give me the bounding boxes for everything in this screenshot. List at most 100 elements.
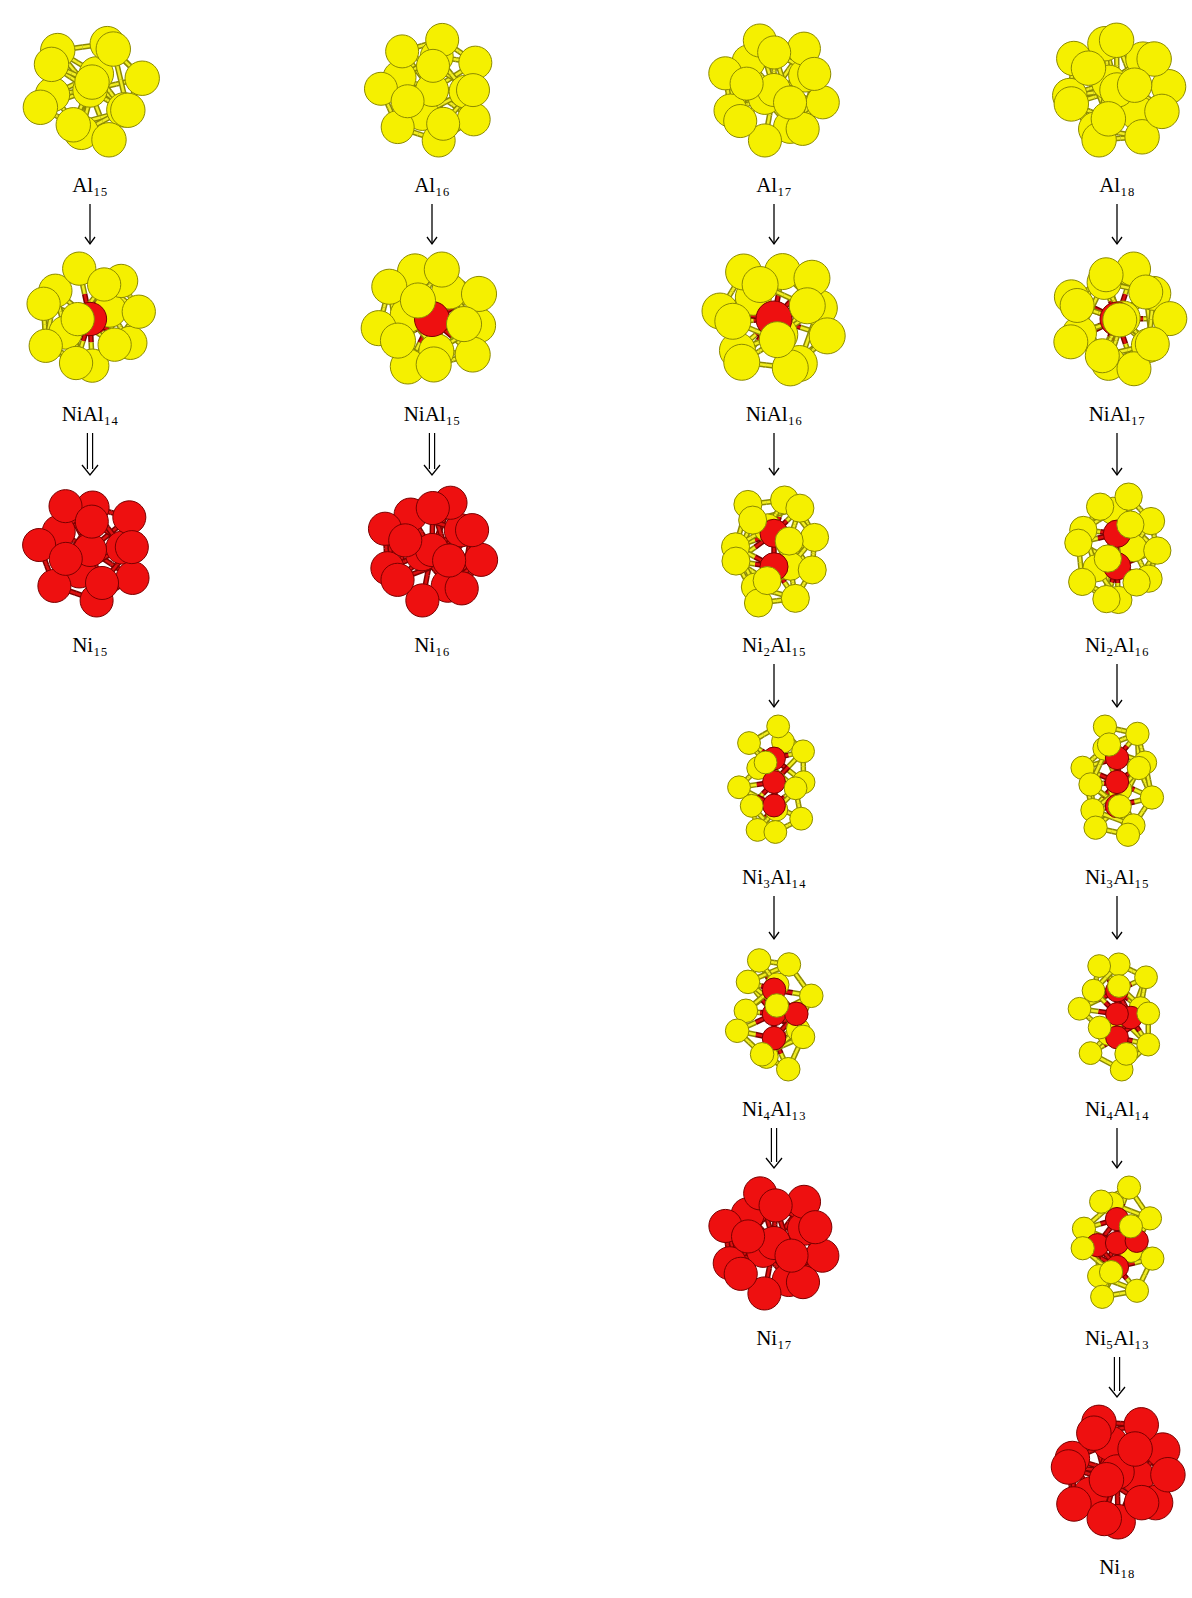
atom [1099, 23, 1133, 57]
cluster-node: NiAl₁₆ [694, 249, 854, 426]
atom-group [709, 24, 840, 157]
atom-group [23, 26, 159, 157]
atom [122, 295, 155, 328]
cluster-label: Al₁₇ [694, 173, 854, 197]
arrow-head [769, 932, 779, 939]
atom [75, 65, 109, 99]
cluster-node: Al₁₈ [1037, 20, 1192, 197]
atom [1145, 94, 1179, 128]
atom-group [361, 252, 496, 384]
arrow-head [1112, 700, 1122, 707]
atom [457, 74, 490, 107]
atom [758, 36, 791, 69]
cluster-label: Al₁₆ [352, 173, 512, 197]
atom [56, 108, 90, 142]
cluster-illustration [15, 20, 165, 160]
arrow-shaft [773, 664, 774, 707]
double-arrow-shaft [1119, 1357, 1120, 1391]
atom-group [1054, 252, 1187, 386]
atom [427, 107, 460, 140]
arrow-shaft [89, 204, 90, 244]
atom [1054, 325, 1088, 359]
arrow-shaft [1116, 433, 1117, 475]
atom-group [702, 254, 845, 386]
atom [424, 252, 459, 287]
arrow-connector [1112, 664, 1122, 707]
cluster-label: NiAl₁₆ [694, 402, 854, 426]
cluster-node: NiAl₁₅ [352, 249, 512, 426]
cluster-label: Al₁₅ [10, 173, 170, 197]
atom [1135, 327, 1169, 361]
atom [417, 49, 450, 82]
atom [23, 90, 57, 124]
atom [1103, 303, 1137, 337]
atom [798, 57, 831, 90]
atom [96, 32, 130, 66]
double-arrow-shaft [771, 1128, 772, 1162]
atom [111, 93, 145, 127]
arrow-shaft [1116, 204, 1117, 244]
arrow-head [82, 465, 98, 475]
cluster-illustration [357, 249, 507, 389]
atom [386, 35, 419, 68]
atom [1089, 258, 1123, 292]
arrow-connector [769, 896, 779, 939]
arrow-head [769, 468, 779, 475]
atom [455, 337, 490, 372]
atom-group [364, 23, 491, 157]
arrow-connector [85, 204, 95, 244]
arrow-connector [427, 204, 437, 244]
double-arrow-shaft [776, 1128, 777, 1162]
arrow-connector [1112, 896, 1122, 939]
arrow-head [427, 237, 437, 244]
atom [125, 61, 159, 95]
arrow-head [1112, 237, 1122, 244]
atom [724, 105, 757, 138]
arrow-connector [769, 664, 779, 707]
arrow-connector [1112, 433, 1122, 475]
atom-group [1053, 23, 1186, 157]
cluster-node: Ni₁₅ [10, 480, 170, 657]
atom [1060, 288, 1094, 322]
arrow-shaft [773, 204, 774, 244]
double-arrow-shaft [1114, 1357, 1115, 1391]
double-arrow-shaft [92, 433, 93, 469]
atom [380, 323, 415, 358]
arrow-connector [1112, 1128, 1122, 1168]
atom [61, 302, 94, 335]
cluster-label: Al₁₈ [1037, 173, 1192, 197]
atom [759, 322, 795, 358]
arrow-head [1112, 1161, 1122, 1168]
atom [29, 329, 62, 362]
arrow-shaft [773, 433, 774, 475]
arrow-head [769, 700, 779, 707]
atom [400, 283, 435, 318]
atom [774, 86, 807, 119]
cluster-illustration [15, 480, 165, 620]
arrow-head [769, 237, 779, 244]
atom [1085, 339, 1119, 373]
arrow-connector [424, 433, 440, 475]
arrow-connector [769, 433, 779, 475]
cluster-illustration [357, 20, 507, 160]
arrow-shaft [1116, 896, 1117, 939]
cluster-illustration [1042, 20, 1192, 160]
atom [730, 67, 763, 100]
arrow-shaft [431, 204, 432, 244]
atom [806, 86, 839, 119]
atom [391, 85, 424, 118]
double-arrow-shaft [429, 433, 430, 469]
atom [789, 288, 825, 324]
atom-group [27, 252, 155, 382]
arrow-shaft [1116, 664, 1117, 707]
atom [27, 287, 60, 320]
arrow-head [1112, 468, 1122, 475]
arrow-connector [766, 1128, 782, 1168]
atom [446, 307, 481, 342]
arrow-head [424, 465, 440, 475]
atom [809, 318, 845, 354]
cluster-label: NiAl₁₅ [352, 402, 512, 426]
cluster-node: Al₁₅ [10, 20, 170, 197]
atom [1091, 102, 1125, 136]
